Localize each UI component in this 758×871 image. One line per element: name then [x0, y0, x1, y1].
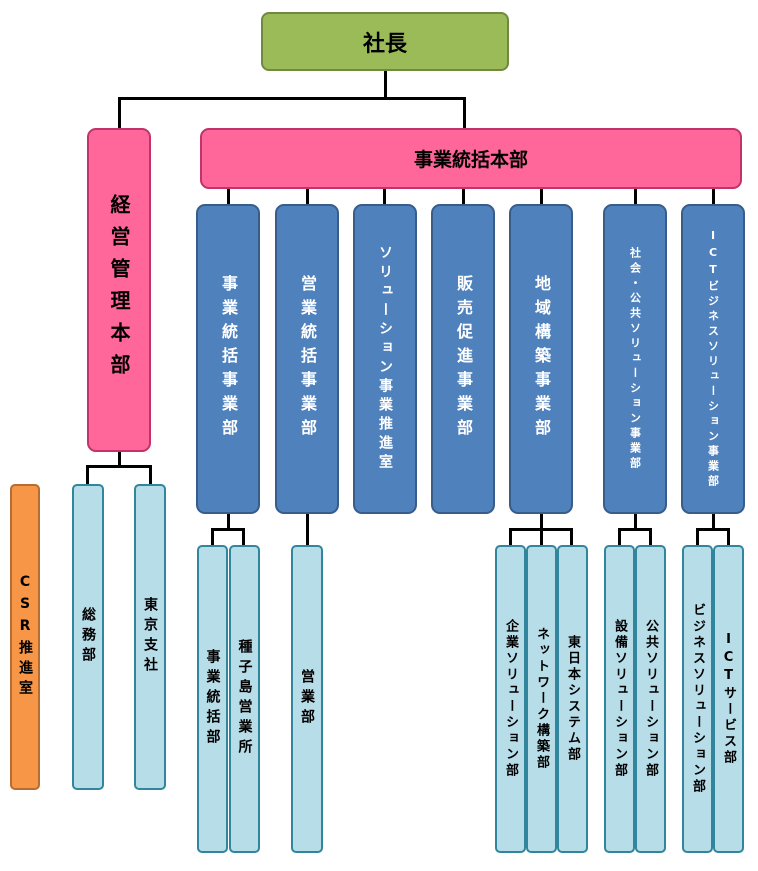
dept-label: ネットワーク構築部 [534, 627, 549, 771]
dept-label: 種子島営業所 [236, 639, 253, 759]
connector-line [242, 528, 245, 546]
division-label: 営業統括事業部 [298, 275, 317, 443]
division-label: 販売促進事業部 [454, 275, 473, 443]
connector-line [696, 528, 730, 531]
csr-box: CSR推進室 [10, 484, 40, 790]
csr-label: CSR推進室 [17, 574, 33, 700]
connector-line [712, 189, 715, 205]
division-box: ICTビジネスソリューション事業部 [681, 204, 745, 514]
dept-label: 営業部 [299, 669, 315, 729]
connector-line [712, 514, 715, 530]
dept-box: 設備ソリューション部 [604, 545, 635, 853]
connector-line [540, 189, 543, 205]
business-hq-box: 事業統括本部 [200, 128, 742, 189]
dept-box: ネットワーク構築部 [526, 545, 557, 853]
connector-line [227, 189, 230, 205]
connector-line [383, 189, 386, 205]
connector-line [211, 528, 245, 531]
dept-box: 営業部 [291, 545, 323, 853]
division-box: 営業統括事業部 [275, 204, 339, 514]
division-box: 販売促進事業部 [431, 204, 495, 514]
business-hq-label: 事業統括本部 [413, 149, 528, 171]
dept-label: 設備ソリューション部 [612, 619, 627, 779]
connector-line [306, 189, 309, 205]
connector-line [540, 514, 543, 530]
connector-line [384, 70, 387, 99]
management-hq-label: 経営管理本部 [107, 194, 131, 386]
division-label: ICTビジネスソリューション事業部 [706, 228, 720, 490]
connector-line [211, 528, 214, 546]
division-label: 社会・公共ソリューション事業部 [628, 246, 642, 472]
connector-line [118, 452, 121, 466]
connector-line [118, 97, 466, 100]
management-hq-box: 経営管理本部 [87, 128, 151, 452]
connector-line [86, 465, 152, 468]
connector-line [634, 514, 637, 530]
connector-line [618, 528, 652, 531]
dept-label: 公共ソリューション部 [643, 619, 658, 779]
connector-line [696, 528, 699, 546]
dept-box: 東日本システム部 [557, 545, 588, 853]
dept-box: 東京支社 [134, 484, 166, 790]
division-label: 事業統括事業部 [219, 275, 238, 443]
connector-line [618, 528, 621, 546]
dept-box: 種子島営業所 [229, 545, 260, 853]
dept-box: 総務部 [72, 484, 104, 790]
dept-box: ビジネスソリューション部 [682, 545, 713, 853]
dept-label: 総務部 [80, 607, 96, 667]
connector-line [509, 528, 512, 546]
president-label: 社長 [362, 31, 407, 57]
dept-label: ビジネスソリューション部 [690, 603, 705, 795]
connector-line [462, 189, 465, 205]
dept-box: 事業統括部 [197, 545, 228, 853]
dept-label: ICTサービス部 [721, 632, 736, 766]
connector-line [570, 528, 573, 546]
dept-label: 東日本システム部 [565, 635, 580, 763]
connector-line [540, 528, 543, 546]
dept-label: 事業統括部 [204, 649, 221, 749]
dept-box: 公共ソリューション部 [635, 545, 666, 853]
dept-label: 企業ソリューション部 [503, 619, 518, 779]
connector-line [149, 465, 152, 485]
division-label: ソリューション事業推進室 [377, 245, 393, 473]
connector-line [727, 528, 730, 546]
connector-line [86, 465, 89, 485]
dept-label: 東京支社 [142, 597, 158, 677]
dept-box: ICTサービス部 [713, 545, 744, 853]
division-box: 事業統括事業部 [196, 204, 260, 514]
connector-line [227, 514, 230, 530]
connector-line [118, 97, 121, 130]
connector-line [649, 528, 652, 546]
connector-line [463, 97, 466, 130]
division-box: 地域構築事業部 [509, 204, 573, 514]
division-label: 地域構築事業部 [532, 275, 551, 443]
connector-line [634, 189, 637, 205]
connector-line [306, 514, 309, 546]
division-box: ソリューション事業推進室 [353, 204, 417, 514]
division-box: 社会・公共ソリューション事業部 [603, 204, 667, 514]
dept-box: 企業ソリューション部 [495, 545, 526, 853]
president-box: 社長 [261, 12, 509, 71]
